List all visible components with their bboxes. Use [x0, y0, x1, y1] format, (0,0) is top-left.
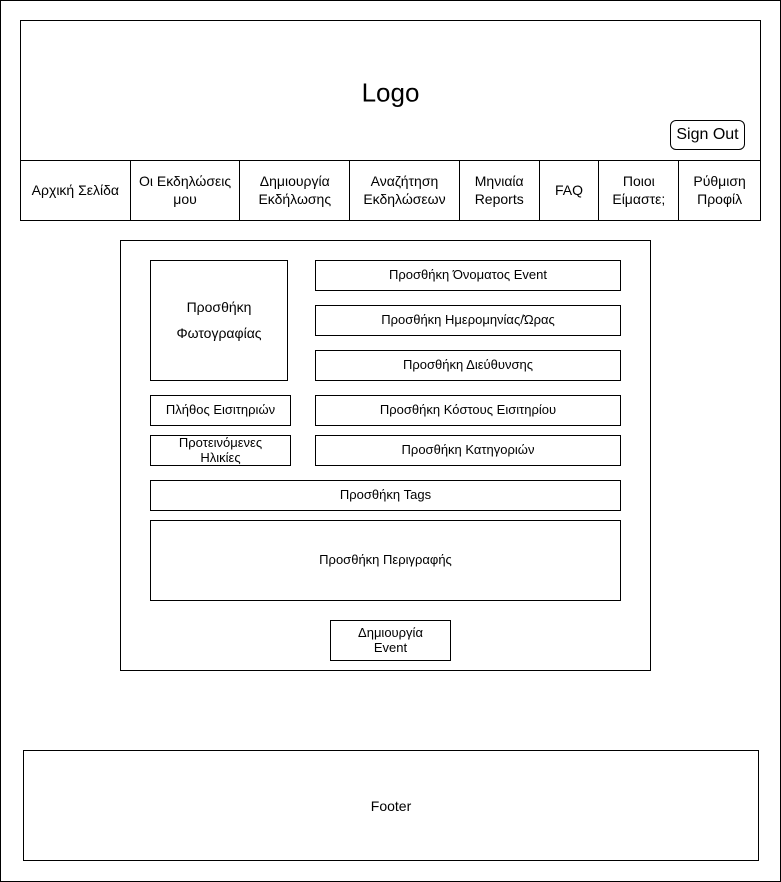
- nav-item-my-events[interactable]: Οι Εκδηλώσεις μου: [131, 161, 241, 220]
- categories-field[interactable]: Προσθήκη Κατηγοριών: [315, 435, 621, 466]
- add-photo-button[interactable]: Προσθήκη Φωτογραφίας: [150, 260, 288, 381]
- tags-field[interactable]: Προσθήκη Tags: [150, 480, 621, 511]
- nav-item-home[interactable]: Αρχική Σελίδα: [21, 161, 131, 220]
- main-nav: Αρχική Σελίδα Οι Εκδηλώσεις μου Δημιουργ…: [20, 160, 761, 221]
- nav-item-search-events[interactable]: Αναζήτηση Εκδηλώσεων: [350, 161, 460, 220]
- nav-item-profile-settings[interactable]: Ρύθμιση Προφίλ: [693, 173, 746, 207]
- ticket-count-field[interactable]: Πλήθος Εισιτηριών: [150, 395, 291, 426]
- date-time-field[interactable]: Προσθήκη Ημερομηνίας/Ώρας: [315, 305, 621, 336]
- nav-item-monthly-reports[interactable]: Μηνιαία Reports: [460, 161, 540, 220]
- logo: Logo: [361, 77, 420, 108]
- recommended-ages-field[interactable]: Προτεινόμενες Ηλικίες: [150, 435, 291, 466]
- nav-item-about-us[interactable]: Ποιοι Είμαστε;: [599, 161, 680, 220]
- ticket-cost-field[interactable]: Προσθήκη Κόστους Εισιτηρίου: [315, 395, 621, 426]
- event-name-field[interactable]: Προσθήκη Όνοματος Event: [315, 260, 621, 291]
- footer: Footer: [23, 750, 759, 861]
- sign-out-button[interactable]: Sign Out: [670, 120, 745, 150]
- description-field[interactable]: Προσθήκη Περιγραφής: [150, 520, 621, 601]
- address-field[interactable]: Προσθήκη Διεύθυνσης: [315, 350, 621, 381]
- create-event-button[interactable]: Δημιουργία Event: [330, 620, 451, 661]
- header: Logo: [20, 20, 761, 161]
- nav-item-faq[interactable]: FAQ: [540, 161, 600, 220]
- nav-item-create-event[interactable]: Δημιουργία Εκδήλωσης: [240, 161, 351, 220]
